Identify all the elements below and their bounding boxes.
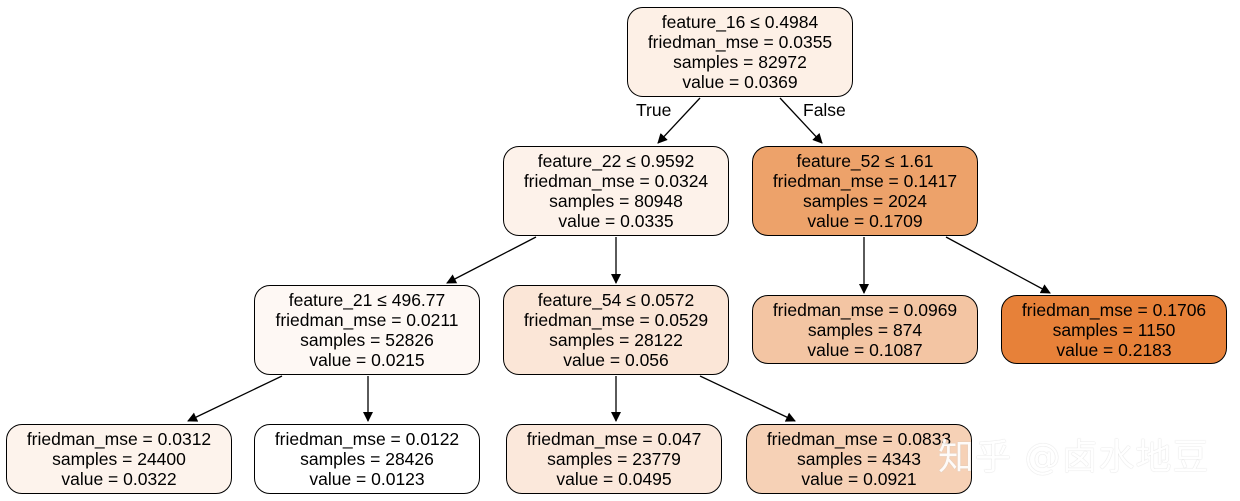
edge-label-false: False <box>803 100 846 120</box>
node-text-line: feature_16 ≤ 0.4984 <box>661 12 819 32</box>
node-text-line: value = 0.0215 <box>309 350 425 370</box>
edge-n8-n10 <box>945 236 1051 294</box>
node-text-line: samples = 4343 <box>796 449 922 469</box>
node-text-line: samples = 2024 <box>802 191 928 211</box>
edge-n1-n2 <box>446 236 537 284</box>
node-text-line: value = 0.0335 <box>558 211 674 231</box>
node-text-line: value = 0.0123 <box>309 469 425 489</box>
node-text-line: friedman_mse = 0.0969 <box>772 299 958 320</box>
edge-n0-n8 <box>779 97 823 144</box>
node-text-line: feature_22 ≤ 0.9592 <box>537 151 695 171</box>
node-text-line: value = 0.2183 <box>1056 339 1172 360</box>
node-text-line: feature_21 ≤ 496.77 <box>288 290 446 310</box>
node-text-line: feature_52 ≤ 1.61 <box>796 151 934 171</box>
edge-n2-n3 <box>187 375 283 422</box>
node-text-line: samples = 80948 <box>549 191 683 211</box>
node-text-line: samples = 28426 <box>300 449 434 469</box>
node-text-line: friedman_mse = 0.0122 <box>274 429 460 449</box>
node-text-line: friedman_mse = 0.0355 <box>647 32 833 52</box>
node-text-line: value = 0.0921 <box>801 469 917 489</box>
node-text-line: friedman_mse = 0.0211 <box>275 310 459 330</box>
node-text-line: samples = 1150 <box>1052 319 1176 340</box>
node-text-line: value = 0.056 <box>563 350 669 370</box>
node-text-line: feature_54 ≤ 0.0572 <box>537 290 695 310</box>
node-text-line: friedman_mse = 0.0312 <box>26 429 212 449</box>
edge-n0-n1 <box>657 97 701 144</box>
node-text-line: samples = 28122 <box>549 330 683 350</box>
node-text-line: friedman_mse = 0.047 <box>526 429 702 449</box>
node-text-line: samples = 874 <box>807 319 923 340</box>
node-text-line: friedman_mse = 0.1417 <box>772 171 958 191</box>
node-text-line: value = 0.0495 <box>556 469 672 489</box>
node-text-line: value = 0.1087 <box>807 339 923 360</box>
node-text-line: friedman_mse = 0.1706 <box>1021 299 1207 320</box>
node-text-line: friedman_mse = 0.0529 <box>523 310 709 330</box>
node-text-line: samples = 24400 <box>52 449 186 469</box>
node-text-line: value = 0.1709 <box>807 211 923 231</box>
node-text-line: value = 0.0369 <box>682 72 798 92</box>
watermark: 知乎 @卤水地豆 <box>938 437 1210 478</box>
node-text-line: friedman_mse = 0.0324 <box>523 171 709 191</box>
node-text-line: samples = 23779 <box>547 449 681 469</box>
edge-n5-n7 <box>699 375 796 422</box>
node-text-line: value = 0.0322 <box>61 469 177 489</box>
node-text-line: friedman_mse = 0.0833 <box>766 429 952 449</box>
node-text-line: samples = 82972 <box>673 52 807 72</box>
node-text-line: samples = 52826 <box>300 330 434 350</box>
edge-label-true: True <box>636 100 672 120</box>
